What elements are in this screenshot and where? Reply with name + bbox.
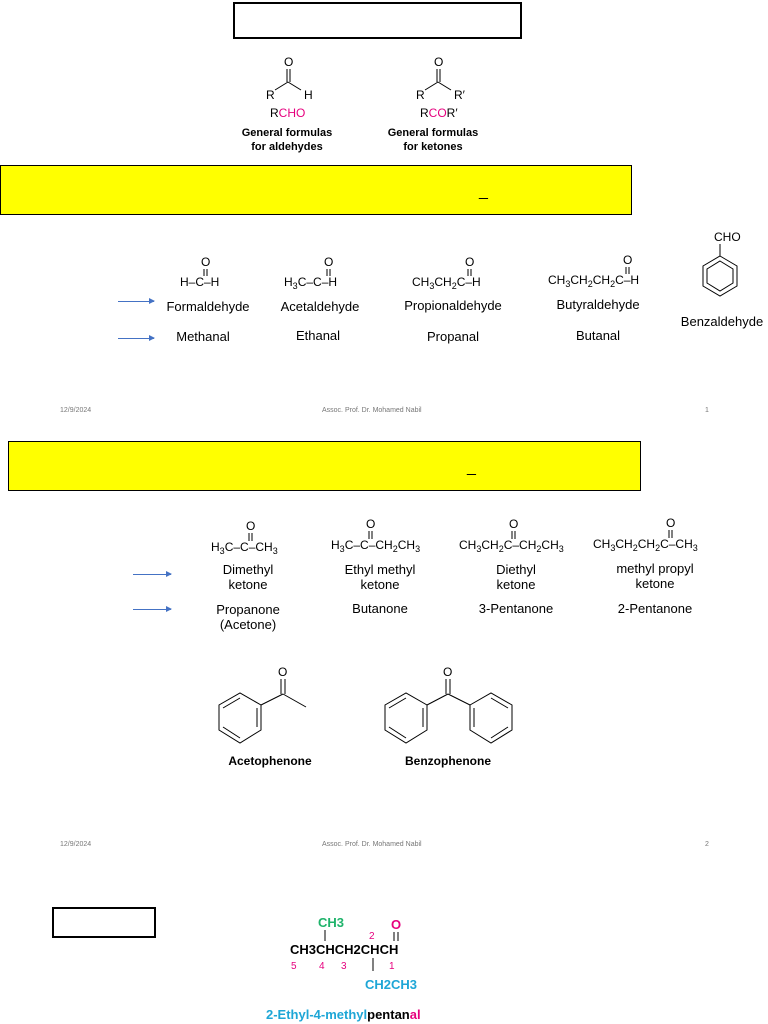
carbon-number-4: 4 — [319, 961, 325, 972]
r-prime-group: R′ — [454, 88, 466, 102]
aldehyde-general-caption: General formulas for aldehydes — [241, 127, 333, 153]
ketone-general-caption: General formulas for ketones — [387, 127, 479, 153]
benzophenone-label: Benzophenone — [405, 754, 491, 768]
hydrogen-atom: H — [304, 88, 313, 102]
ethyl-branch: CH2CH3 — [365, 977, 417, 992]
footer-date: 12/9/2024 — [60, 841, 92, 848]
svg-text:O: O — [366, 517, 375, 531]
svg-text:RCOR′: RCOR′ — [420, 106, 458, 120]
3-pentanone-label: 3-Pentanone — [478, 601, 554, 616]
benzaldehyde-label: Benzaldehyde — [680, 314, 764, 329]
svg-text:O: O — [201, 255, 210, 269]
propanal-label: Propanal — [426, 329, 480, 344]
dimethyl-ketone-label: Dimethyl ketone — [222, 562, 274, 592]
svg-text:O: O — [509, 517, 518, 531]
slide1-title-box — [233, 2, 522, 39]
acetaldehyde-structure: O H3C–C–H — [284, 255, 337, 290]
svg-text:O: O — [324, 255, 333, 269]
svg-text:O: O — [246, 519, 255, 533]
iupac-name: 2-Ethyl-4-methylpentanal — [266, 1007, 421, 1022]
formula-r-prime: R′ — [447, 106, 459, 120]
r-group: R — [266, 88, 275, 102]
heading-dash: _ — [479, 183, 488, 200]
ketone-general-structure: O R R′ RCOR′ — [416, 55, 466, 120]
svg-text:CH3CH2C–H: CH3CH2C–H — [412, 275, 481, 290]
carbon-number-5: 5 — [291, 961, 297, 972]
heading-dash: _ — [467, 459, 476, 476]
svg-text:O: O — [465, 255, 474, 269]
oxygen-atom: O — [434, 55, 443, 69]
footer-page-number: 2 — [705, 841, 709, 848]
aldehyde-oxygen: O — [391, 917, 401, 932]
r-group: R — [416, 88, 425, 102]
carbon-number-3: 3 — [341, 961, 347, 972]
acetophenone-label: Acetophenone — [228, 754, 312, 768]
propionaldehyde-structure: O CH3CH2C–H — [412, 255, 481, 290]
formaldehyde-structure: O H–C–H — [180, 255, 219, 289]
svg-text:H3C–C–H: H3C–C–H — [284, 275, 337, 290]
benzophenone-structure: O — [384, 665, 513, 744]
propionaldehyde-label: Propionaldehyde — [404, 298, 502, 313]
slide3-title-box — [52, 907, 156, 938]
footer-date: 12/9/2024 — [60, 407, 92, 414]
main-chain: CH3CHCH2CHCH — [290, 942, 398, 957]
svg-text:H–C–H: H–C–H — [180, 275, 219, 289]
footer-author: Assoc. Prof. Dr. Mohamed Nabil — [322, 407, 422, 414]
svg-text:O: O — [666, 516, 675, 530]
ketone-heading-band: _ — [8, 441, 641, 491]
aldehyde-heading-band: _ — [0, 165, 632, 215]
svg-text:O: O — [623, 253, 632, 267]
diethyl-ketone-label: Diethyl ketone — [496, 562, 536, 592]
common-name-arrow — [118, 298, 155, 304]
benzaldehyde-structure: CHO — [702, 230, 741, 297]
methanal-label: Methanal — [176, 329, 230, 344]
propanone-label: Propanone (Acetone) — [216, 602, 280, 632]
butyraldehyde-structure: O CH3CH2CH2C–H — [548, 253, 639, 288]
butanone-label: Butanone — [352, 601, 408, 616]
2-pentanone-label: 2-Pentanone — [617, 601, 693, 616]
svg-text:CH3CH2CH2C–H: CH3CH2CH2C–H — [548, 273, 639, 288]
formula-r: R — [270, 106, 279, 120]
footer-page-number: 1 — [705, 407, 709, 414]
aldehyde-general-structure: O R H RCHO — [266, 55, 313, 120]
butyraldehyde-label: Butyraldehyde — [556, 297, 640, 312]
acetone-structure: O H3C–C–CH3 — [211, 519, 278, 556]
iupac-name-arrow — [118, 335, 155, 341]
carbon-number-2: 2 — [369, 931, 375, 942]
formula-r: R — [420, 106, 429, 120]
cho-group: CHO — [714, 230, 741, 244]
svg-text:RCHO: RCHO — [270, 106, 305, 120]
2-ethyl-4-methylpentanal-structure: CH3 O 2 CH3CHCH2CHCH 5 4 3 1 CH2CH3 — [290, 915, 417, 992]
oxygen-atom: O — [284, 55, 293, 69]
acetophenone-structure: O — [218, 665, 307, 744]
oxygen-atom: O — [278, 665, 287, 679]
oxygen-atom: O — [443, 665, 452, 679]
svg-text:H3C–C–CH2CH3: H3C–C–CH2CH3 — [331, 538, 420, 554]
ethyl-methyl-ketone-label: Ethyl methyl ketone — [344, 562, 416, 592]
footer-author: Assoc. Prof. Dr. Mohamed Nabil — [322, 841, 422, 848]
formula-co: CO — [429, 106, 447, 120]
butanone-structure: O H3C–C–CH2CH3 — [331, 517, 420, 554]
3-pentanone-structure: O CH3CH2C–CH2CH3 — [459, 517, 564, 554]
svg-text:CH3CH2C–CH2CH3: CH3CH2C–CH2CH3 — [459, 538, 564, 554]
acetaldehyde-label: Acetaldehyde — [280, 299, 360, 314]
formaldehyde-label: Formaldehyde — [166, 299, 250, 314]
svg-text:H3C–C–CH3: H3C–C–CH3 — [211, 540, 278, 556]
iupac-name-arrow — [133, 606, 172, 612]
butanal-label: Butanal — [575, 328, 621, 343]
methyl-branch: CH3 — [318, 915, 344, 930]
methyl-propyl-ketone-label: methyl propyl ketone — [616, 561, 694, 591]
carbon-number-1: 1 — [389, 961, 395, 972]
formula-cho: CHO — [279, 106, 306, 120]
2-pentanone-structure: O CH3CH2CH2C–CH3 — [593, 516, 698, 553]
common-name-arrow — [133, 571, 172, 577]
svg-text:CH3CH2CH2C–CH3: CH3CH2CH2C–CH3 — [593, 537, 698, 553]
ethanal-label: Ethanal — [295, 328, 341, 343]
